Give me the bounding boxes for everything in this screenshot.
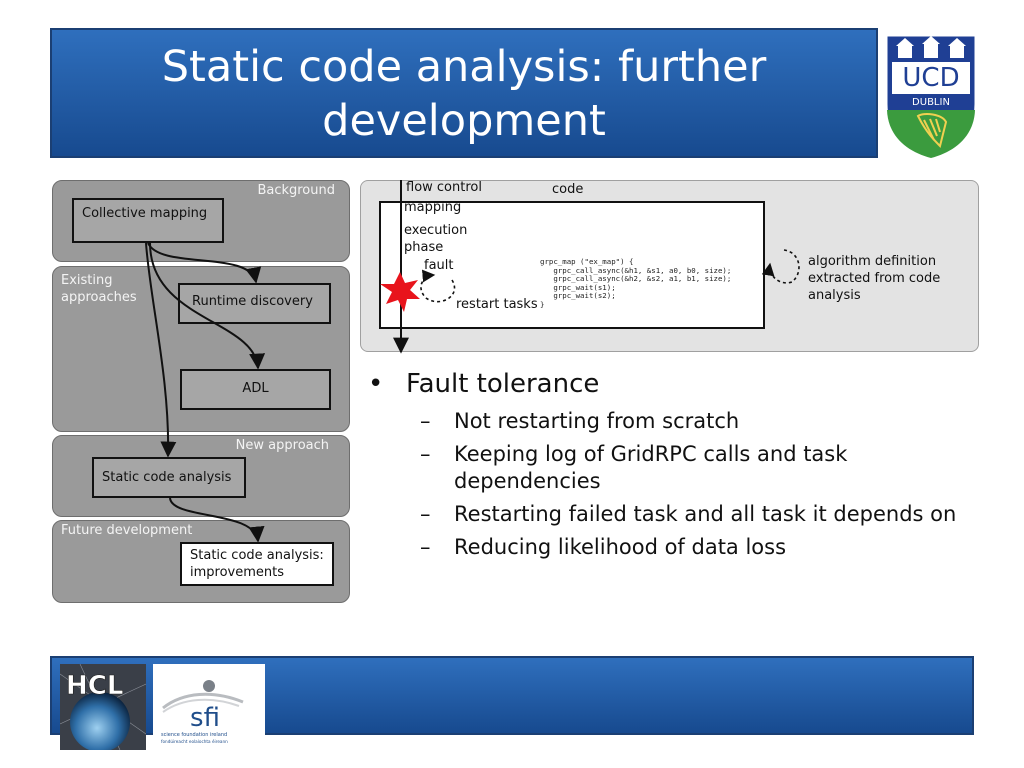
section-label-future: Future development: [61, 523, 193, 538]
fault-label: fault: [424, 258, 454, 273]
mapping-execution-box: [379, 201, 765, 329]
bullet-dot: •: [368, 369, 384, 399]
box-runtime-discovery: Runtime discovery: [178, 283, 331, 324]
sub-bullet: –Keeping log of GridRPC calls and task d…: [420, 442, 848, 493]
slide-title: Static code analysis: further developmen…: [161, 42, 767, 146]
algorithm-label-line2: extracted from code: [808, 271, 941, 286]
code-snippet: grpc_map ("ex_map") { grpc_call_async(&h…: [540, 257, 732, 309]
restart-tasks-label: restart tasks: [456, 297, 538, 312]
svg-text:sfi: sfi: [190, 703, 220, 733]
ucd-logo: UCD DUBLIN: [886, 35, 976, 159]
sub-bullet: –Restarting failed task and all task it …: [420, 502, 957, 526]
section-label-existing: Existing: [61, 273, 113, 288]
sfi-logo: sfi science foundation ireland fondúirea…: [153, 664, 265, 750]
svg-text:HCL: HCL: [66, 671, 123, 701]
panel-background: Background: [52, 180, 350, 262]
section-label-background: Background: [257, 183, 335, 198]
phase-label: phase: [404, 240, 444, 255]
code-label: code: [552, 182, 584, 197]
sfi-logo-mark: sfi science foundation ireland fondúirea…: [161, 680, 244, 744]
section-label-new: New approach: [235, 438, 329, 453]
flow-control-label: flow control: [406, 180, 482, 195]
title-bar: Static code analysis: further developmen…: [50, 28, 878, 158]
box-adl: ADL: [180, 369, 331, 410]
box-improvements: Static code analysis: improvements: [180, 542, 334, 586]
section-label-approaches: approaches: [61, 290, 137, 305]
svg-text:DUBLIN: DUBLIN: [912, 97, 950, 108]
mapping-label: mapping: [404, 200, 462, 215]
svg-text:fondúireacht eolaíochta éirean: fondúireacht eolaíochta éireann: [161, 739, 228, 744]
sub-bullet: –Not restarting from scratch: [420, 409, 740, 433]
algorithm-label-line1: algorithm definition: [808, 254, 937, 269]
box-collective-mapping: Collective mapping: [72, 198, 224, 243]
svg-text:UCD: UCD: [902, 63, 959, 93]
bullet-list: • Fault tolerance –Not restarting from s…: [368, 366, 968, 561]
box-static-code-analysis: Static code analysis: [92, 457, 246, 498]
execution-label: execution: [404, 223, 468, 238]
sub-bullet: –Reducing likelihood of data loss: [420, 535, 787, 559]
svg-text:science foundation ireland: science foundation ireland: [161, 732, 227, 738]
algorithm-label-line3: analysis: [808, 288, 861, 303]
bullet-fault-tolerance: • Fault tolerance: [368, 366, 968, 402]
hcl-logo: HCL: [60, 664, 146, 750]
